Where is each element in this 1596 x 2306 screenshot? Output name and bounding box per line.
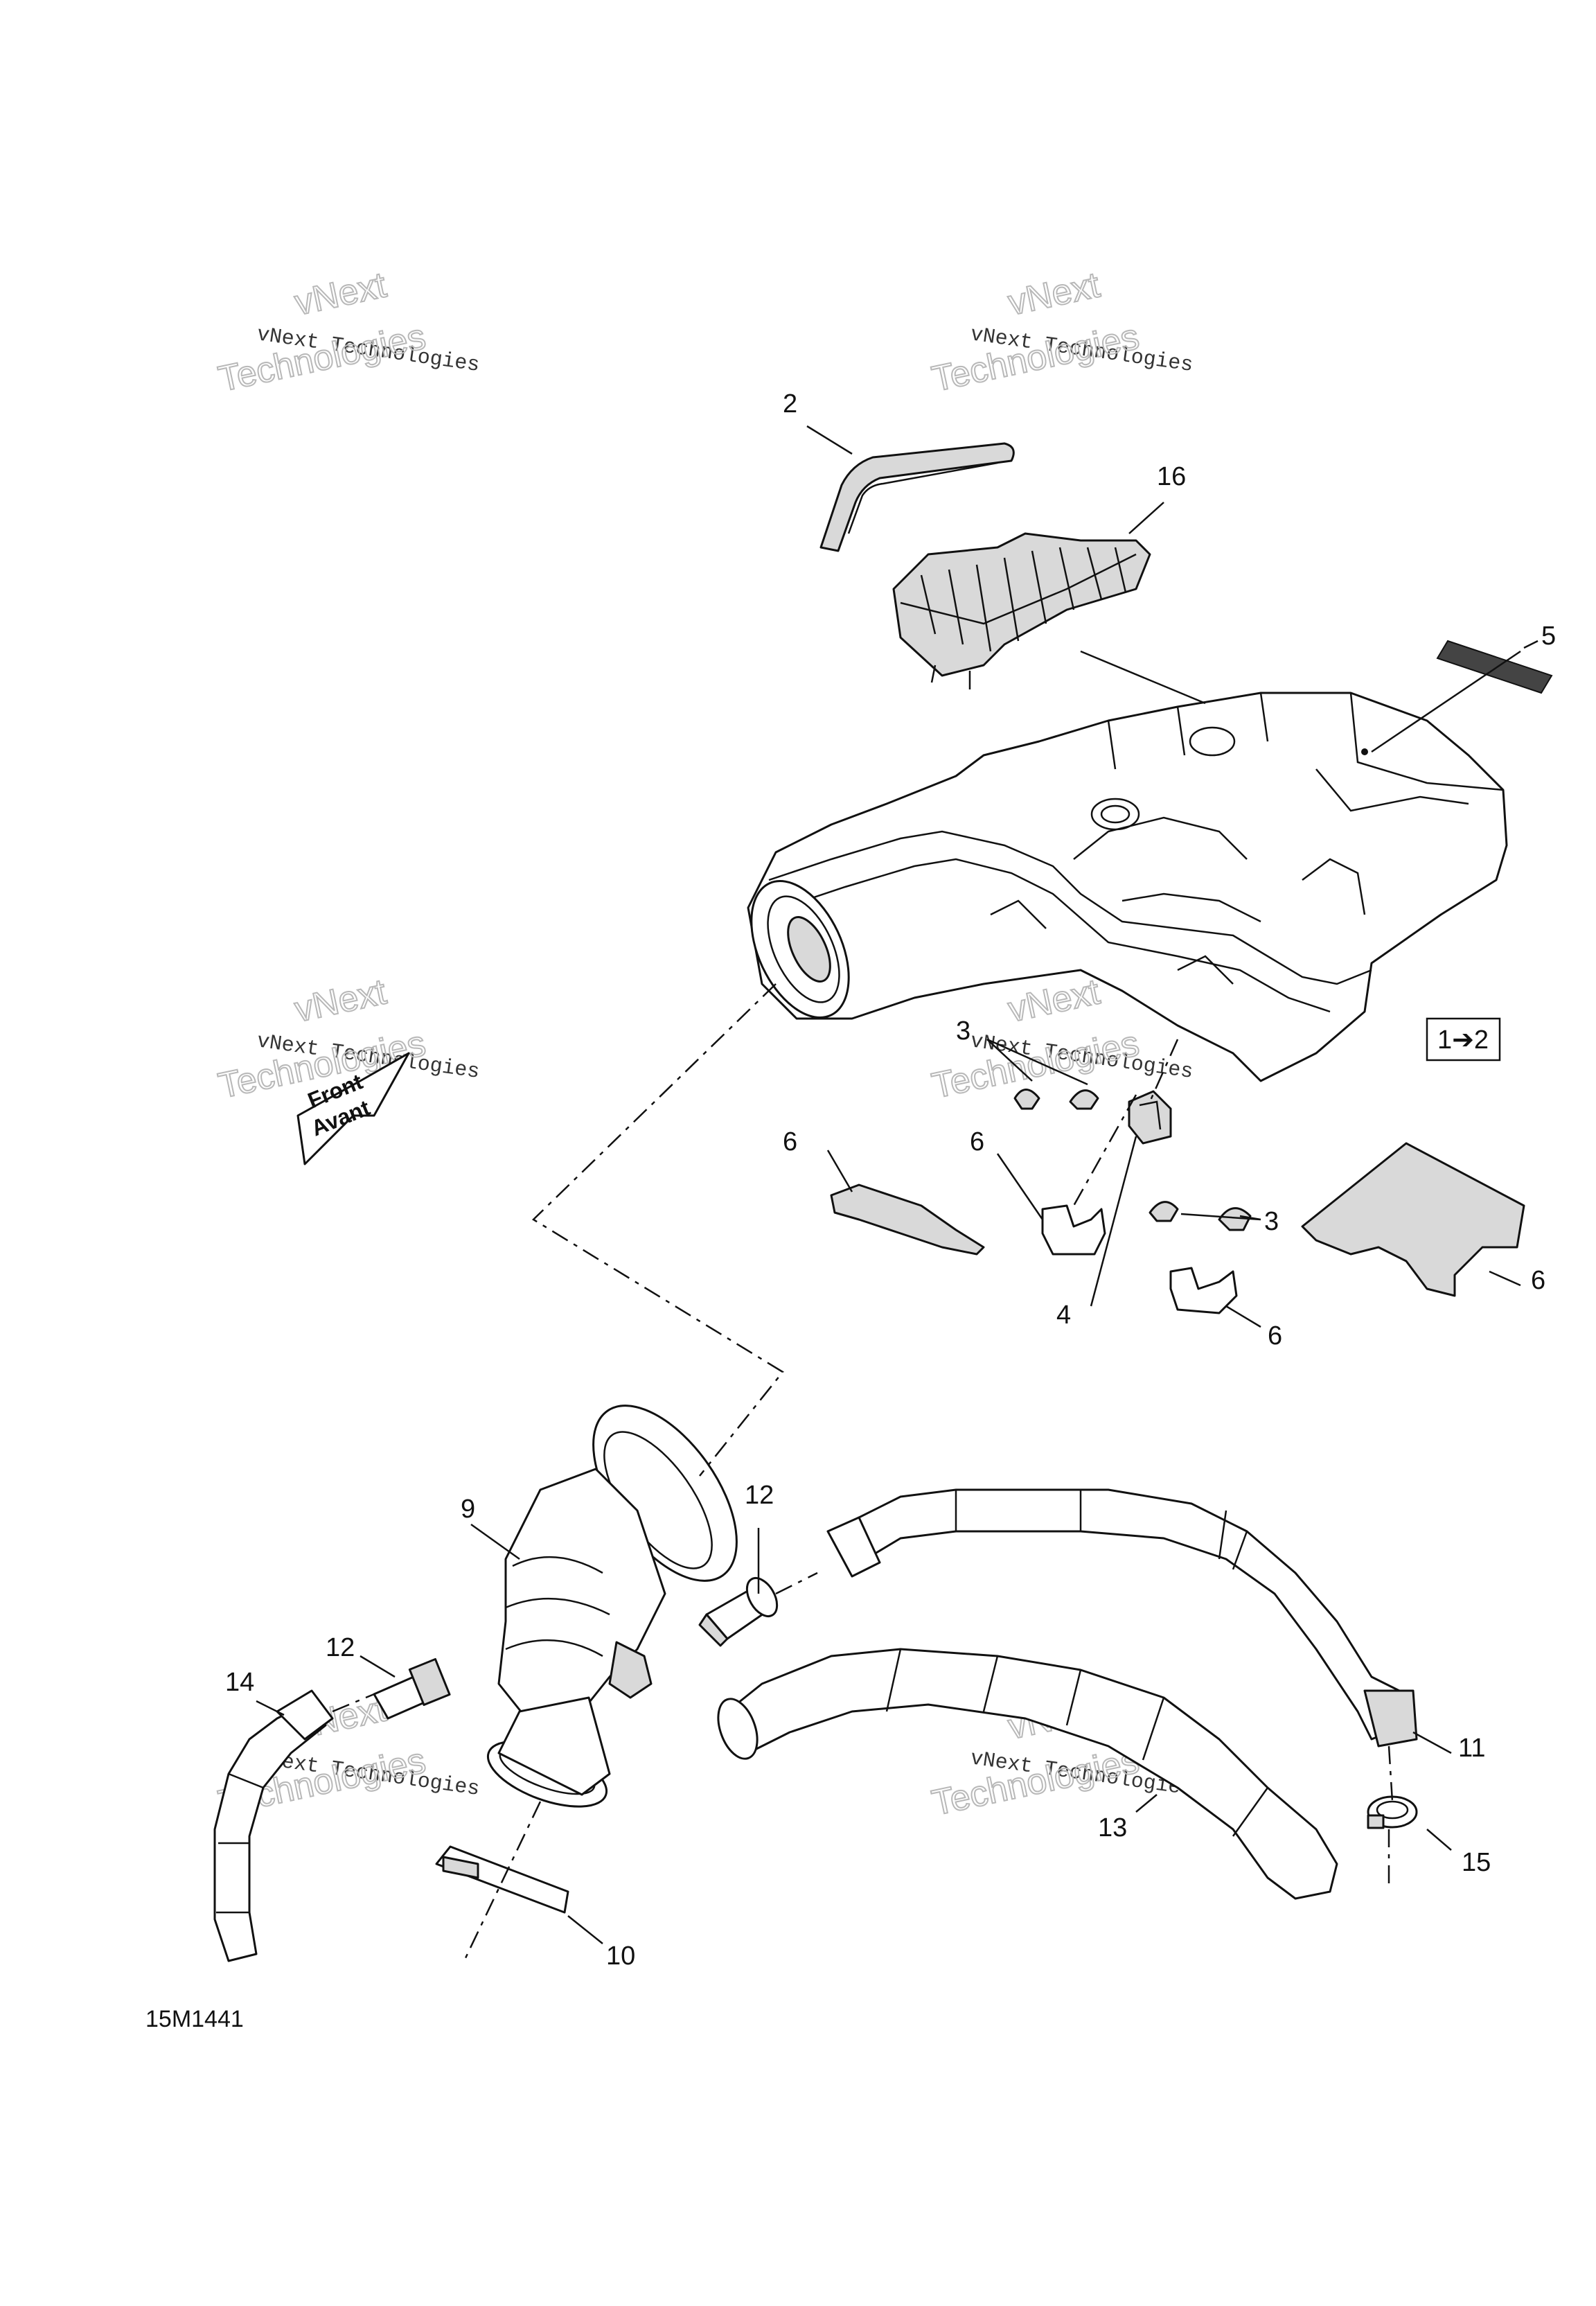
callout-13: 13 — [1098, 1813, 1127, 1842]
callout-6-mid: 6 — [970, 1127, 984, 1156]
svg-text:1➔2: 1➔2 — [1437, 1026, 1489, 1055]
svg-text:Technologies: Technologies — [928, 1741, 1142, 1824]
part-12-fitting-right — [698, 1577, 779, 1647]
callout-6-right: 6 — [1531, 1266, 1545, 1295]
svg-text:vNext: vNext — [1004, 971, 1103, 1030]
part-3-clip-c — [1218, 1207, 1252, 1231]
callout-9: 9 — [461, 1495, 475, 1524]
part-3-clip-b — [1069, 1089, 1099, 1110]
callout-2: 2 — [783, 389, 797, 419]
guide-lines — [332, 983, 1394, 1962]
part-6-shield-left — [830, 1183, 985, 1256]
watermark-top-right: vNext vNext Technologies Technologies — [928, 264, 1194, 400]
part-11-hose — [826, 1488, 1418, 1748]
part-13-hose — [717, 1648, 1338, 1900]
part-3-clip-a — [1013, 1089, 1040, 1110]
part-14-hose — [213, 1689, 334, 1962]
part-4-grommet — [1128, 1090, 1172, 1145]
part-6-bracket-a — [1041, 1204, 1106, 1256]
svg-text:vNext: vNext — [291, 265, 390, 323]
callout-3-lower: 3 — [1264, 1207, 1279, 1236]
callout-10: 10 — [606, 1942, 635, 1971]
callout-5: 5 — [1541, 622, 1556, 651]
callout-6-lower: 6 — [1268, 1321, 1282, 1350]
svg-text:vNext: vNext — [1004, 265, 1103, 323]
ref-box: 1➔2 — [1426, 1017, 1501, 1062]
part-3-clip-d — [1149, 1201, 1179, 1222]
callout-12-left: 12 — [326, 1633, 355, 1662]
svg-text:Technologies: Technologies — [928, 317, 1142, 400]
part-6-bracket-b — [1169, 1267, 1238, 1314]
callout-4: 4 — [1056, 1301, 1071, 1330]
part-12-fitting-left — [373, 1657, 451, 1720]
callouts: 2 16 5 3 3 6 6 6 6 4 9 12 12 14 11 13 15… — [225, 389, 1556, 1971]
part-9-adapter — [486, 1405, 738, 1808]
svg-text:Technologies: Technologies — [215, 317, 429, 400]
callout-3-upper: 3 — [956, 1016, 970, 1046]
callout-12-right: 12 — [745, 1481, 774, 1510]
leader-lines — [256, 425, 1539, 1944]
callout-15: 15 — [1462, 1848, 1491, 1877]
watermark-top-left: vNext vNext Technologies Technologies — [214, 264, 481, 400]
part-15-clamp — [1367, 1795, 1418, 1829]
callout-6-left: 6 — [783, 1127, 797, 1156]
callout-14: 14 — [225, 1668, 254, 1697]
callout-11: 11 — [1458, 1734, 1485, 1763]
svg-text:vNext: vNext — [291, 971, 390, 1030]
part-16-filter — [892, 532, 1151, 689]
part-2-seal — [819, 442, 1015, 552]
callout-16: 16 — [1157, 462, 1186, 491]
part-6-shield-right — [1301, 1142, 1525, 1297]
part-5-label — [1436, 640, 1553, 694]
airbox-housing — [747, 692, 1508, 1082]
diagram-code: 15M1441 — [145, 2006, 244, 2032]
